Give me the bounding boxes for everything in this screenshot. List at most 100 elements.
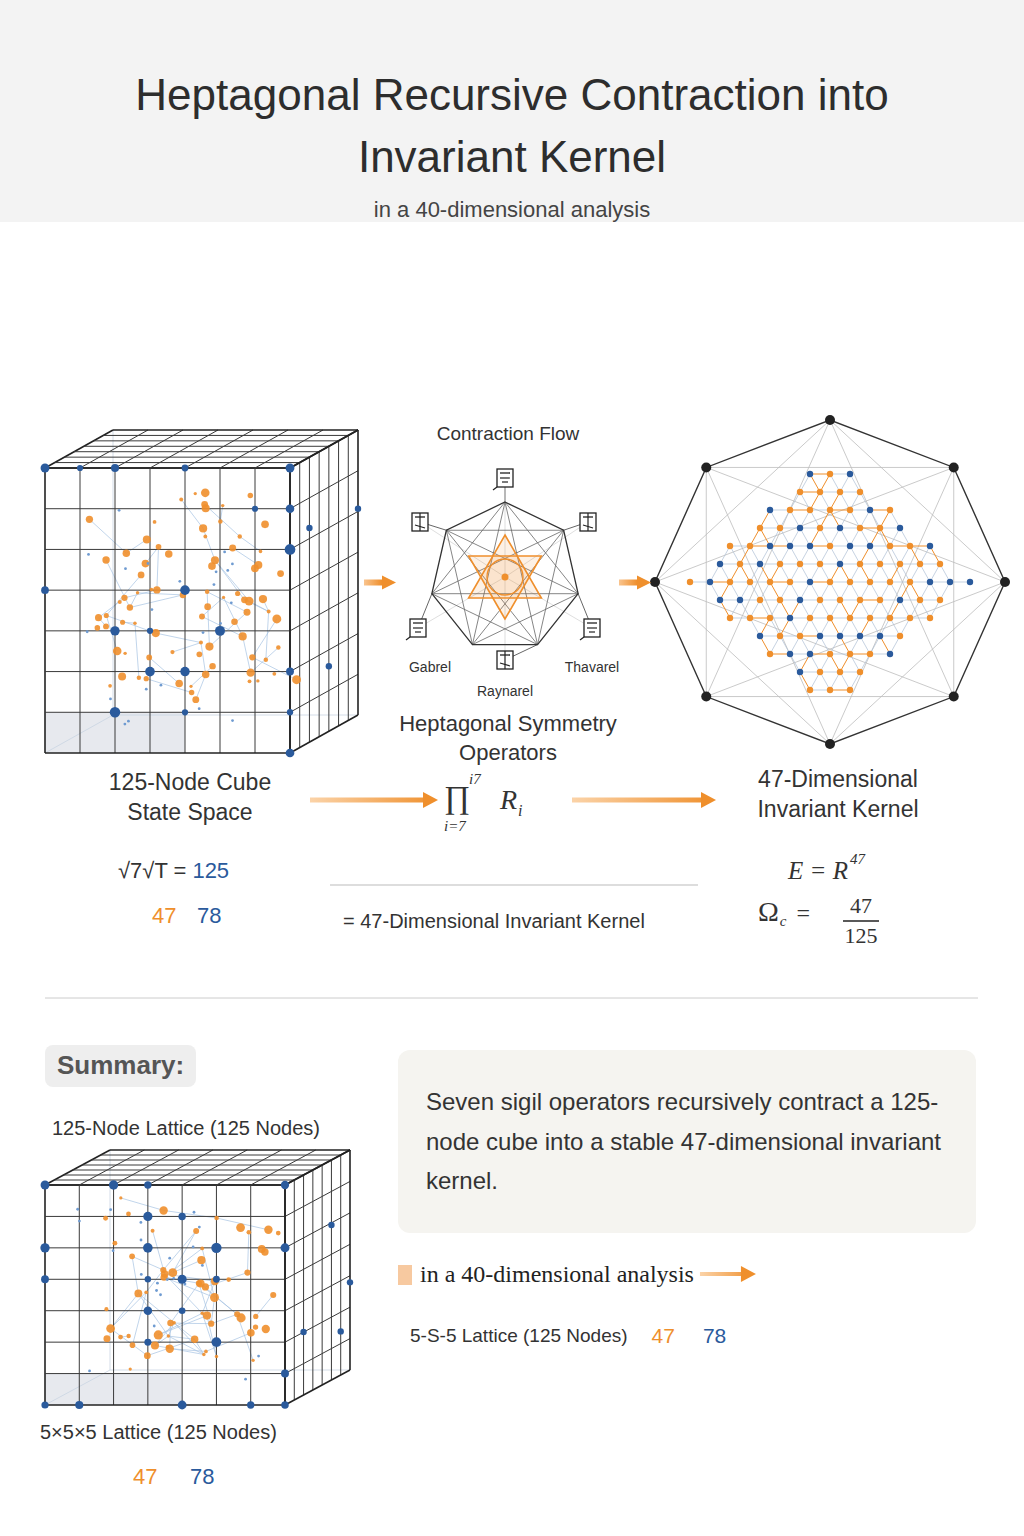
floor-shade: [114, 1374, 148, 1405]
state-dot: [256, 679, 259, 682]
grid-node: [247, 1401, 254, 1408]
grid-line: [74, 451, 319, 452]
state-dot: [201, 489, 210, 498]
sigil-stroke: [587, 627, 597, 628]
sigil-frame: [412, 513, 428, 531]
state-dot: [215, 1355, 218, 1358]
page-title: Heptagonal Recursive Contraction into In…: [92, 64, 932, 188]
kernel-dot: [777, 561, 783, 567]
kernel-dot: [917, 561, 923, 567]
minor-dot: [166, 1278, 169, 1281]
sigil-stroke: [413, 622, 423, 623]
sigil-frame: [410, 619, 426, 637]
grid-node: [40, 1243, 49, 1252]
grid-node: [41, 1181, 50, 1190]
kernel-dot: [767, 507, 773, 513]
state-dot: [247, 1230, 252, 1235]
subtitle: in a 40-dimensional analysis: [374, 199, 650, 221]
grid-line: [290, 674, 358, 712]
grid-line: [45, 1310, 285, 1311]
state-dot: [143, 535, 151, 543]
grid-line: [285, 1370, 350, 1405]
kernel-dot: [847, 687, 853, 693]
minor-dot: [257, 1355, 260, 1358]
sigil-stroke: [415, 631, 421, 632]
grid-line: [285, 1339, 350, 1374]
kernel-chord: [655, 582, 954, 697]
grid-node: [180, 585, 190, 595]
network-link: [247, 1232, 248, 1272]
grid-node: [41, 586, 49, 594]
kernel-dot: [847, 615, 853, 621]
sigil-symbol: [580, 619, 600, 640]
kernel-dot: [817, 489, 823, 495]
grid-node: [178, 1275, 187, 1284]
grid-node: [178, 1401, 187, 1410]
grid-node: [179, 1307, 186, 1314]
grid-node: [286, 668, 294, 676]
heptagon-chord: [432, 594, 538, 645]
omega-symbol: Ω: [758, 898, 779, 926]
state-dot: [106, 1324, 115, 1333]
network-link: [106, 560, 130, 607]
kernel-dot: [937, 561, 943, 567]
kernel-dot: [907, 579, 913, 585]
kernel-dot: [807, 651, 813, 657]
state-dot: [248, 493, 253, 498]
grid-node: [145, 667, 155, 677]
kernel-vertex: [949, 692, 959, 702]
sigil-stroke: [587, 513, 588, 531]
state-dot: [103, 623, 109, 629]
kernel-dot: [847, 471, 853, 477]
kernel-dot: [857, 633, 863, 639]
grid-line: [150, 468, 151, 753]
grid-line: [80, 468, 81, 753]
sigil-symbol: [493, 469, 513, 490]
grid-node: [328, 1222, 334, 1228]
state-dot: [221, 504, 224, 507]
state-dot: [251, 1359, 254, 1362]
kernel-dot: [827, 579, 833, 585]
state-dot: [194, 492, 197, 495]
state-dot: [156, 544, 162, 550]
kernel-chord: [706, 582, 1005, 697]
kernel-dot: [807, 543, 813, 549]
grid-line: [45, 630, 290, 631]
equals-sign: =: [796, 901, 810, 925]
sigil-stroke: [500, 663, 510, 666]
state-dot: [199, 641, 203, 645]
state-dot: [151, 1229, 155, 1233]
kernel-dot: [857, 489, 863, 495]
kernel-dot: [857, 525, 863, 531]
network-link: [138, 1293, 174, 1322]
state-dot: [199, 524, 207, 532]
state-dot: [200, 1247, 204, 1251]
minor-dot: [168, 1257, 171, 1260]
minor-dot: [219, 622, 222, 625]
grid-line: [54, 1180, 294, 1181]
sigil-frame: [580, 513, 596, 531]
kernel-dot: [877, 633, 883, 639]
state-dot: [138, 572, 145, 579]
state-dot: [119, 1196, 122, 1199]
grid-line: [322, 1165, 323, 1385]
kernel-dot: [727, 615, 733, 621]
network-link: [157, 547, 159, 590]
grid-node: [281, 1401, 288, 1408]
kernel-dot: [907, 543, 913, 549]
kernel-dot: [887, 579, 893, 585]
grid-line: [312, 1170, 313, 1390]
network-link: [156, 633, 201, 642]
state-dot: [104, 1307, 108, 1311]
kernel-dot: [877, 561, 883, 567]
network-link: [121, 1198, 164, 1210]
kernel-dot: [847, 507, 853, 513]
state-dot: [255, 561, 263, 569]
kernel-dot: [837, 561, 843, 567]
kernel-dot: [797, 597, 803, 603]
state-dot: [261, 1248, 268, 1255]
grid-line: [349, 1150, 351, 1370]
kernel-dot: [847, 651, 853, 657]
network-link: [203, 528, 215, 560]
network-link: [173, 1231, 196, 1273]
